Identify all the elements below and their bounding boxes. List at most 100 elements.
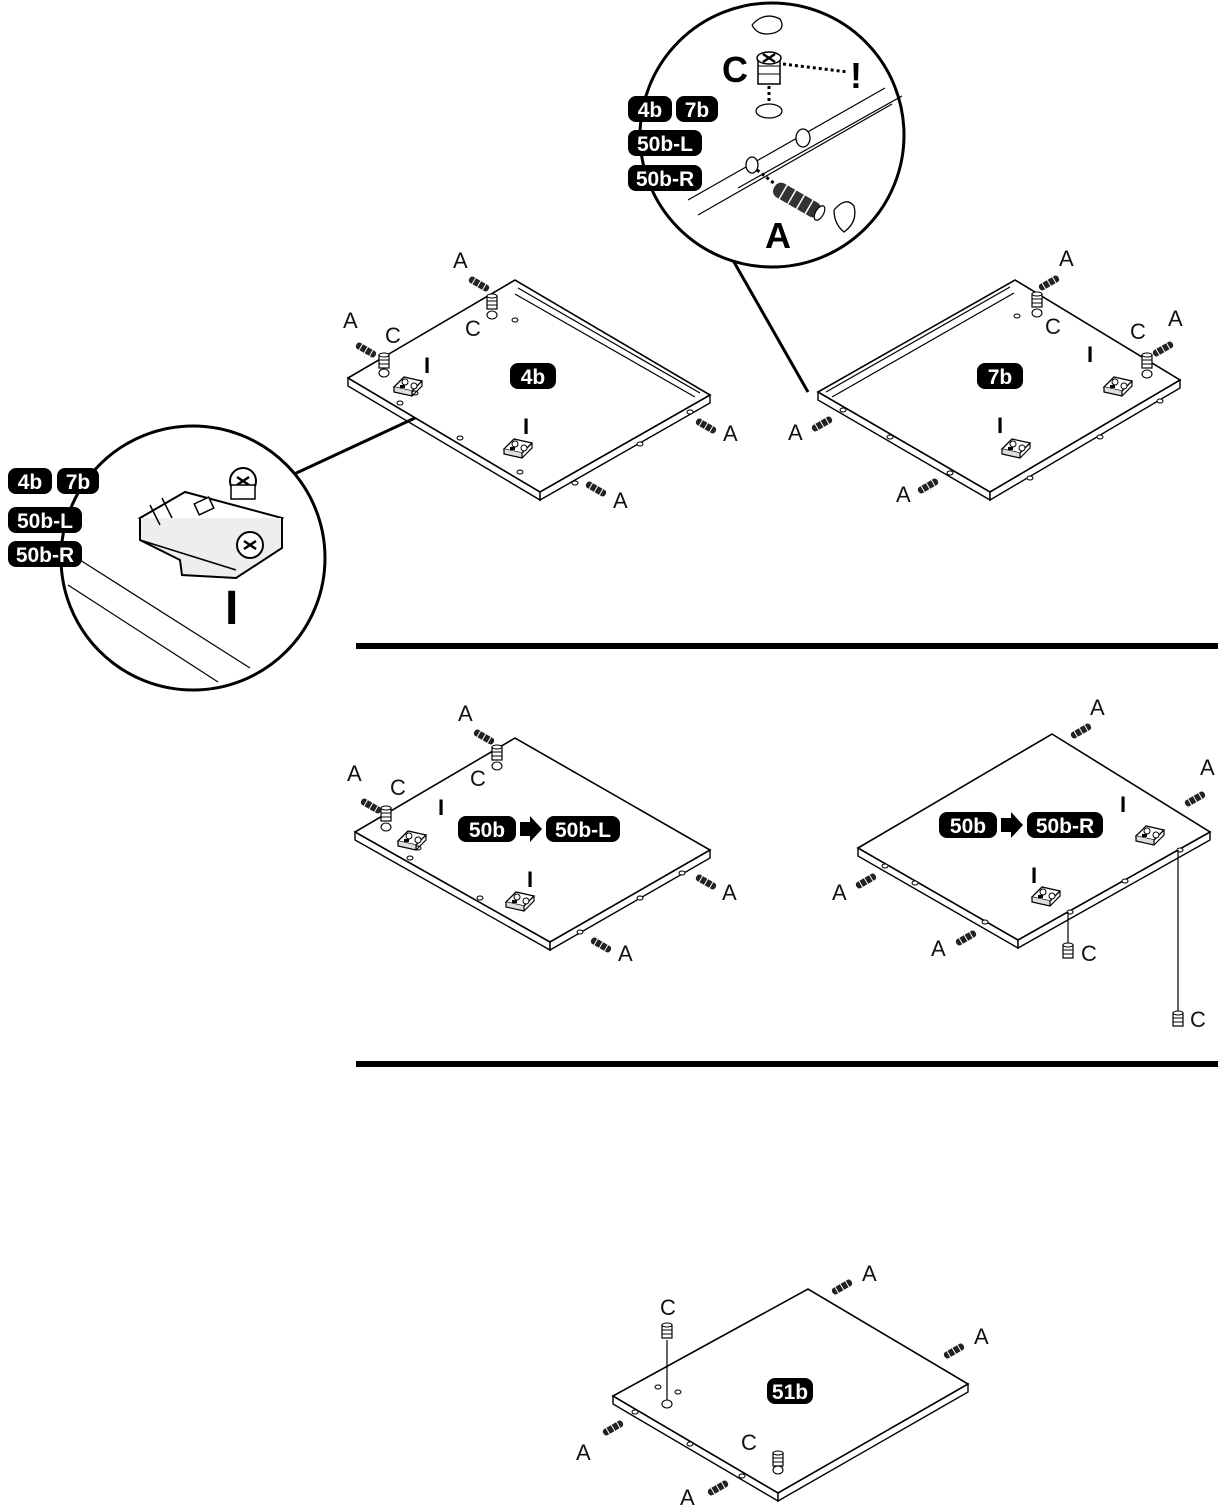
badge-4b: 4b xyxy=(510,363,556,389)
label-hinge-plate: I xyxy=(997,413,1003,438)
callout-hinge-plate-detail xyxy=(59,416,416,692)
cam-fitting xyxy=(486,293,498,310)
relabel-50b-to-50b-r: 50b 50b-R xyxy=(939,812,1103,838)
label-dowel: A xyxy=(1200,755,1215,780)
label-cam: C xyxy=(660,1295,676,1320)
badge-7b: 7b xyxy=(977,363,1023,389)
dowel xyxy=(830,1277,854,1297)
label-hinge-plate: I xyxy=(438,795,444,820)
dowel-large xyxy=(773,182,826,221)
badge-50b-l-text: 50b-L xyxy=(17,510,73,533)
label-cam: C xyxy=(1190,1007,1206,1032)
dowel xyxy=(359,796,383,816)
label-dowel: A xyxy=(896,482,911,507)
label-cam-large: C xyxy=(722,49,748,90)
cam-fitting xyxy=(661,1322,673,1339)
badge-51b: 51b xyxy=(767,1378,813,1404)
warning-mark: ! xyxy=(850,55,862,96)
dowel xyxy=(472,727,496,747)
badge-50b-l-text: 50b-L xyxy=(637,133,693,156)
cam-fitting xyxy=(1031,291,1043,308)
panel-50b-l xyxy=(353,737,712,952)
cam-fitting xyxy=(1141,352,1153,369)
callout-cam-dowel-detail xyxy=(638,1,906,393)
panel-4b xyxy=(346,279,712,502)
label-dowel: A xyxy=(613,488,628,513)
badge-50b-r-text: 50b-R xyxy=(1036,815,1094,838)
cam-fitting-large xyxy=(756,51,782,85)
label-dowel-large: A xyxy=(765,215,791,256)
callout-top-badges: 4b 7b 50b-L 50b-R xyxy=(628,96,718,191)
label-hinge-plate: I xyxy=(1031,863,1037,888)
dowel xyxy=(589,935,613,955)
badge-51b-text: 51b xyxy=(772,1381,808,1404)
label-dowel: A xyxy=(618,941,633,966)
label-cam: C xyxy=(390,775,406,800)
dowel xyxy=(854,871,878,891)
label-hinge-plate: I xyxy=(424,353,430,378)
badge-4b-text: 4b xyxy=(638,99,663,122)
label-cam: C xyxy=(741,1430,757,1455)
label-hinge-plate: I xyxy=(1087,342,1093,367)
label-dowel: A xyxy=(453,248,468,273)
label-dowel: A xyxy=(723,421,738,446)
label-dowel: A xyxy=(680,1485,695,1510)
panel-7b xyxy=(816,279,1182,502)
dowel xyxy=(354,340,378,360)
dowel xyxy=(601,1418,625,1438)
label-hinge-plate: I xyxy=(527,867,533,892)
dowel xyxy=(706,1478,730,1498)
cam-fitting xyxy=(772,1450,784,1467)
right-arrow-icon xyxy=(520,816,542,842)
badge-7b-text: 7b xyxy=(988,366,1013,389)
label-dowel: A xyxy=(931,936,946,961)
dowel xyxy=(1151,339,1175,359)
right-arrow-icon xyxy=(1001,812,1023,838)
dowel xyxy=(584,479,608,499)
cam-fitting xyxy=(491,744,503,761)
dowel xyxy=(916,476,940,496)
label-dowel: A xyxy=(832,880,847,905)
dowel xyxy=(1183,789,1207,809)
label-cam: C xyxy=(1130,319,1146,344)
label-dowel: A xyxy=(1168,306,1183,331)
badge-4b-text: 4b xyxy=(18,471,43,494)
label-dowel: A xyxy=(1090,695,1105,720)
badge-4b-text: 4b xyxy=(521,366,546,389)
cam-fitting xyxy=(1172,1010,1184,1027)
label-dowel: A xyxy=(722,880,737,905)
badge-50b-text: 50b xyxy=(469,819,505,842)
label-cam: C xyxy=(470,766,486,791)
badge-50b-text: 50b xyxy=(950,815,986,838)
cam-fitting xyxy=(380,805,392,822)
label-dowel: A xyxy=(458,701,473,726)
dowel xyxy=(694,872,718,892)
label-hinge-plate: I xyxy=(1120,792,1126,817)
label-dowel: A xyxy=(788,420,803,445)
cam-fitting xyxy=(1062,942,1074,959)
relabel-50b-to-50b-l: 50b 50b-L xyxy=(458,816,620,842)
dowel xyxy=(942,1341,966,1361)
label-dowel: A xyxy=(974,1324,989,1349)
badge-50b-r-text: 50b-R xyxy=(16,544,74,567)
dowel xyxy=(1069,721,1093,741)
label-dowel: A xyxy=(1059,246,1074,271)
dowel xyxy=(694,416,718,436)
badge-7b-text: 7b xyxy=(685,99,710,122)
badge-50b-l-text: 50b-L xyxy=(555,819,611,842)
dowel xyxy=(467,274,491,294)
dowel xyxy=(810,414,834,434)
cam-fitting xyxy=(378,352,390,369)
badge-7b-text: 7b xyxy=(66,471,91,494)
label-cam: C xyxy=(465,316,481,341)
hinge-plate-large xyxy=(137,467,285,580)
label-cam: C xyxy=(1081,941,1097,966)
label-cam: C xyxy=(1045,314,1061,339)
callout-left-badges: 4b 7b 50b-L 50b-R xyxy=(8,468,99,567)
label-dowel: A xyxy=(343,308,358,333)
dowel xyxy=(954,928,978,948)
label-dowel: A xyxy=(576,1440,591,1465)
label-cam: C xyxy=(385,323,401,348)
label-dowel: A xyxy=(862,1261,877,1286)
